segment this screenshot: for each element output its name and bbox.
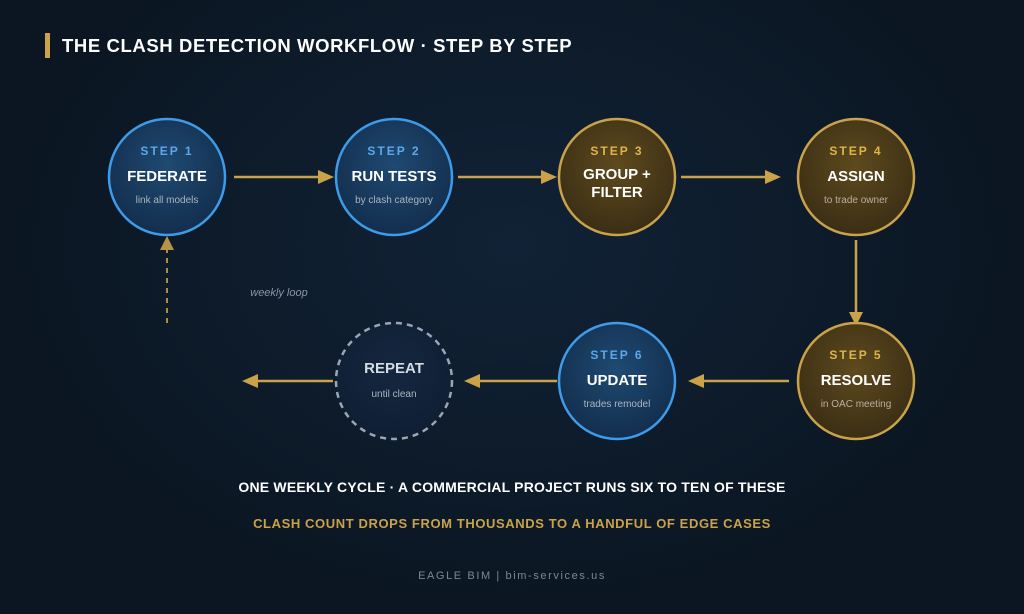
step-title-line: UPDATE	[587, 372, 648, 389]
step-number-label: STEP 4	[829, 144, 882, 158]
page-title: THE CLASH DETECTION WORKFLOW · STEP BY S…	[62, 35, 573, 56]
footer-credit: EAGLE BIM | bim-services.us	[418, 570, 606, 582]
title-accent-bar	[45, 33, 50, 58]
step-node-group-filter: STEP 3 GROUP +FILTER	[557, 117, 677, 237]
arrow-3-to-4	[681, 170, 781, 184]
arrow-4-to-5	[849, 240, 863, 326]
step-subtitle: to trade owner	[824, 195, 889, 206]
step-number-label: STEP 3	[590, 144, 643, 158]
arrow-2-to-3	[458, 170, 557, 184]
step-title-line: GROUP +	[583, 166, 651, 183]
step-node-federate: STEP 1 FEDERATE link all models	[107, 117, 227, 237]
loop-label: weekly loop	[250, 287, 307, 299]
step-circle	[557, 321, 677, 441]
step-nodes: STEP 1 FEDERATE link all models STEP 2 RUN T…	[107, 117, 916, 441]
step-number-label: STEP 6	[590, 348, 643, 362]
step-subtitle: in OAC meeting	[821, 399, 892, 410]
step-circle	[557, 117, 677, 237]
step-number-label: STEP 2	[367, 144, 420, 158]
note-secondary: CLASH COUNT DROPS FROM THOUSANDS TO A HA…	[253, 516, 771, 531]
step-circle	[107, 117, 227, 237]
arrow-1-to-2	[234, 170, 334, 184]
step-title-line: REPEAT	[364, 360, 424, 377]
step-node-update: STEP 6 UPDATE trades remodel	[557, 321, 677, 441]
arrow-loop-back	[160, 236, 174, 323]
step-number-label: STEP 1	[140, 144, 193, 158]
step-circle	[334, 321, 454, 441]
step-circle	[796, 117, 916, 237]
step-node-resolve: STEP 5 RESOLVE in OAC meeting	[796, 321, 916, 441]
step-subtitle: until clean	[371, 389, 416, 400]
step-title-line: FILTER	[591, 184, 643, 201]
step-node-run-tests: STEP 2 RUN TESTS by clash category	[334, 117, 454, 237]
arrow-5-to-6	[688, 374, 789, 388]
step-node-repeat: REPEAT until clean	[334, 321, 454, 441]
step-title-line: RUN TESTS	[351, 168, 436, 185]
step-subtitle: trades remodel	[584, 399, 651, 410]
connector-arrows	[160, 170, 863, 388]
step-title-line: FEDERATE	[127, 168, 207, 185]
arrow-6-to-repeat	[464, 374, 557, 388]
arrow-repeat-out	[242, 374, 333, 388]
step-title-line: RESOLVE	[821, 372, 892, 389]
step-title-line: ASSIGN	[827, 168, 885, 185]
step-circle	[334, 117, 454, 237]
note-primary: ONE WEEKLY CYCLE · A COMMERCIAL PROJECT …	[238, 479, 786, 495]
step-subtitle: link all models	[136, 195, 199, 206]
step-number-label: STEP 5	[829, 348, 882, 362]
step-subtitle: by clash category	[355, 195, 433, 206]
step-circle	[796, 321, 916, 441]
step-node-assign: STEP 4 ASSIGN to trade owner	[796, 117, 916, 237]
